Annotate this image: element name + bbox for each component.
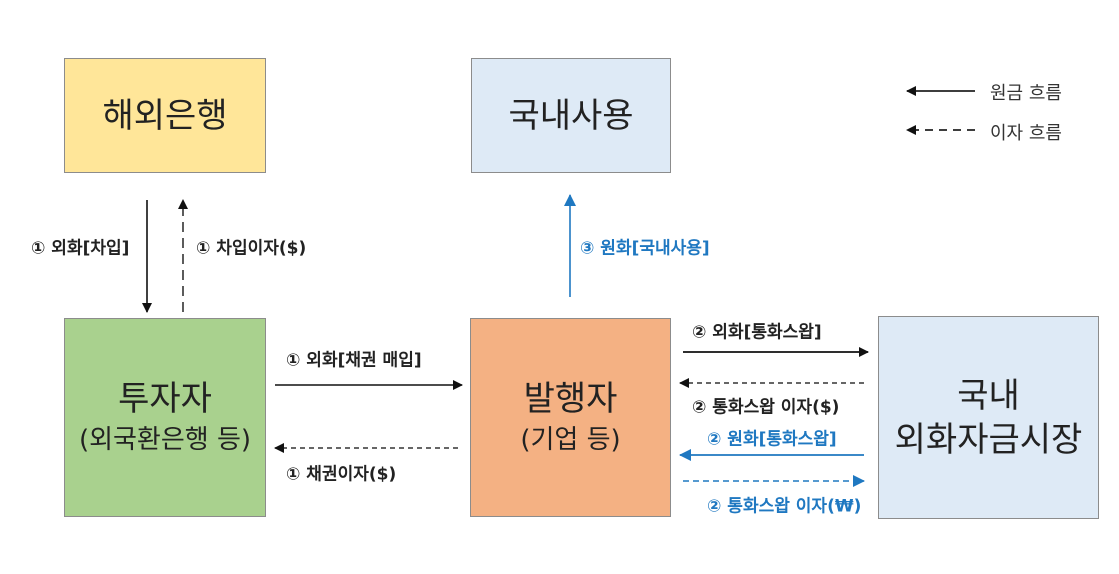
domestic-use-box: 국내사용 [471, 58, 671, 173]
legend-interest-label: 이자 흐름 [990, 123, 1062, 144]
overseas-bank-box: 해외은행 [64, 58, 266, 173]
investor-title: 투자자 [118, 378, 212, 419]
fx-swap-label: ② 외화[통화스왑] [692, 322, 822, 343]
issuer-title: 발행자 [523, 378, 618, 419]
swap-interest-usd-label: ② 통화스왑 이자($) [692, 397, 840, 418]
investor-box: 투자자 (외국환은행 등) [64, 318, 266, 517]
investor-subtitle: (외국환은행 등) [78, 424, 252, 455]
fx-market-title-line2: 외화자금시장 [894, 419, 1083, 460]
overseas-bank-title: 해외은행 [102, 95, 228, 136]
fx-borrowing-label: ① 외화[차입] [31, 238, 130, 259]
issuer-box: 발행자 (기업 등) [470, 318, 671, 517]
legend-principal-label: 원금 흐름 [990, 83, 1062, 104]
krw-domestic-use-label: ③ 원화[국내사용] [580, 238, 710, 259]
fx-bond-purchase-label: ① 외화[채권 매입] [286, 350, 422, 371]
fx-market-title-line1: 국내 [957, 375, 1020, 416]
issuer-subtitle: (기업 등) [520, 424, 621, 455]
bond-interest-label: ① 채권이자($) [286, 464, 397, 485]
domestic-use-title: 국내사용 [508, 95, 634, 136]
fx-market-box: 국내 외화자금시장 [878, 316, 1099, 519]
krw-swap-label: ② 원화[통화스왑] [707, 429, 837, 450]
swap-interest-krw-label: ② 통화스왑 이자(₩) [707, 496, 862, 517]
borrowing-interest-label: ① 차입이자($) [196, 238, 307, 259]
